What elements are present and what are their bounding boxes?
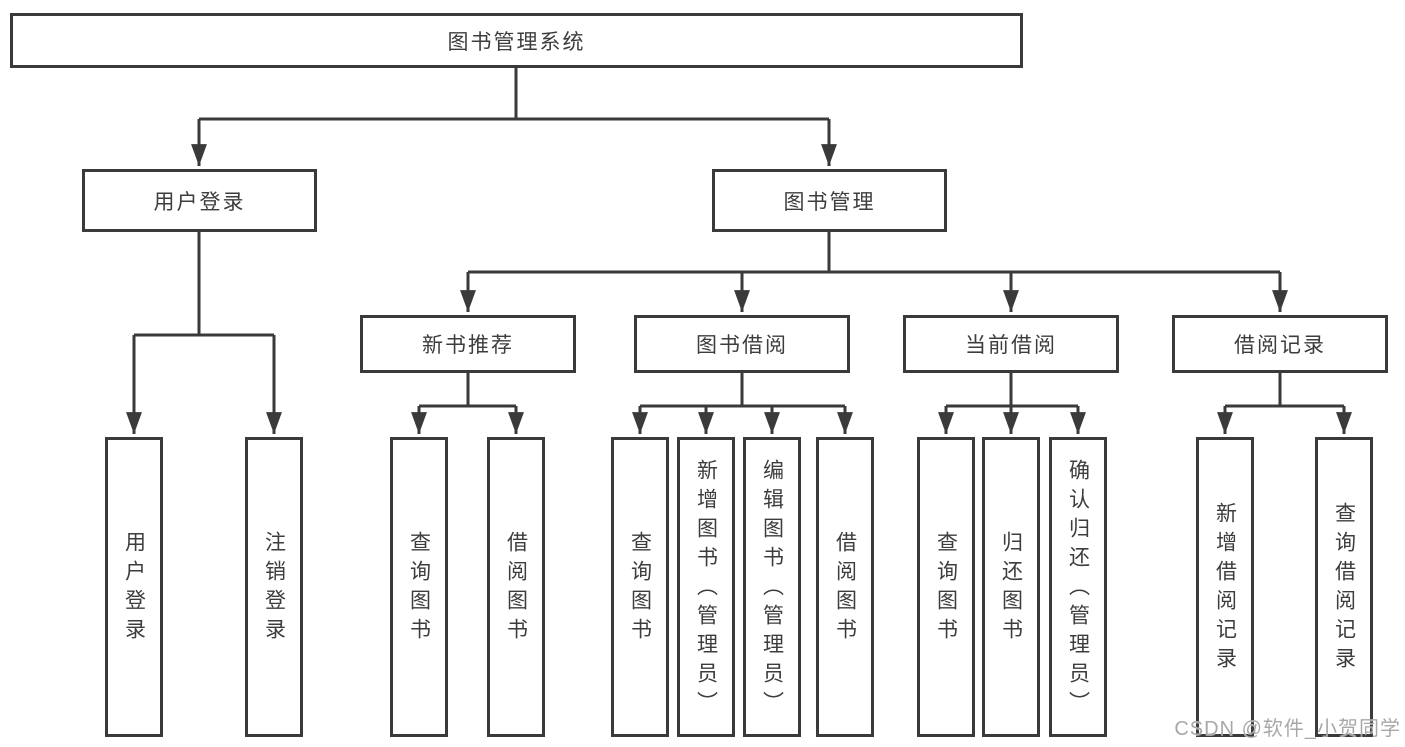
node-book-borrow: 图书借阅 — [634, 315, 850, 373]
leaf-query-books-current: 查询图书 — [917, 437, 975, 737]
node-library-management-system: 图书管理系统 — [10, 13, 1023, 68]
csdn-watermark: CSDN @软件_小贺同学 — [1174, 718, 1401, 740]
leaf-borrow-books: 借阅图书 — [816, 437, 874, 737]
leaf-query-books-recommend: 查询图书 — [390, 437, 448, 737]
node-borrow-records: 借阅记录 — [1172, 315, 1388, 373]
leaf-return-books: 归还图书 — [982, 437, 1040, 737]
leaf-query-borrow-record: 查询借阅记录 — [1315, 437, 1373, 737]
node-book-management: 图书管理 — [712, 169, 947, 232]
leaf-user-login: 用户登录 — [105, 437, 163, 737]
leaf-add-books-admin: 新增图书（管理员） — [677, 437, 735, 737]
leaf-edit-books-admin: 编辑图书（管理员） — [743, 437, 801, 737]
leaf-logout: 注销登录 — [245, 437, 303, 737]
leaf-add-borrow-record: 新增借阅记录 — [1196, 437, 1254, 737]
leaf-confirm-return-admin: 确认归还（管理员） — [1049, 437, 1107, 737]
node-current-borrow: 当前借阅 — [903, 315, 1119, 373]
leaf-query-books-borrow: 查询图书 — [611, 437, 669, 737]
leaf-borrow-books-recommend: 借阅图书 — [487, 437, 545, 737]
node-new-book-recommend: 新书推荐 — [360, 315, 576, 373]
node-user-login: 用户登录 — [82, 169, 317, 232]
